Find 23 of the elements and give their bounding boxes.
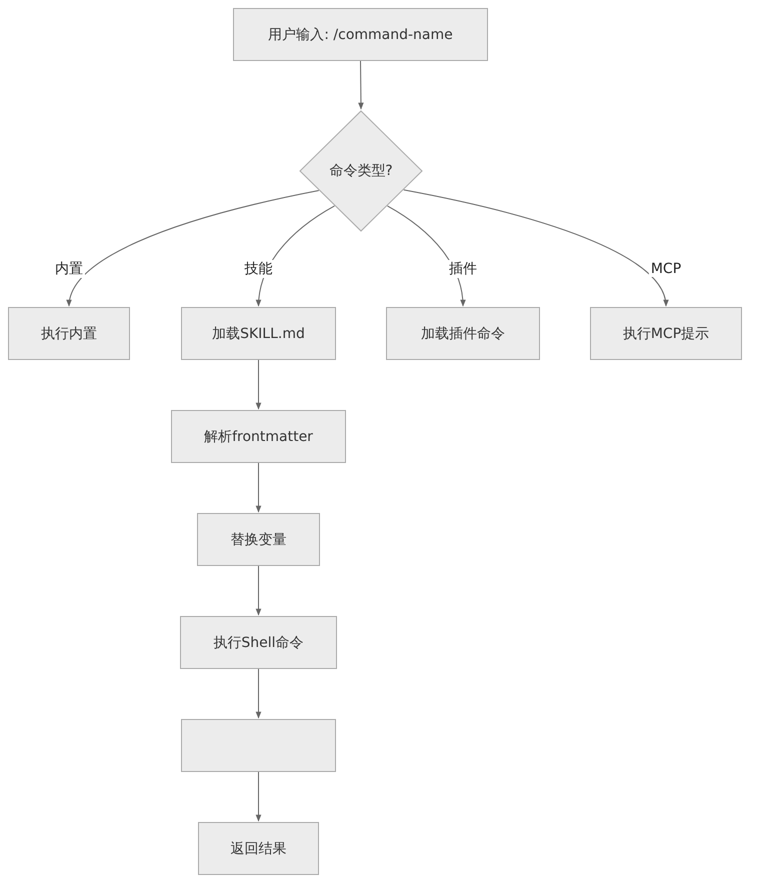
edge-label: 插件: [447, 260, 479, 278]
edge-label: 内置: [53, 260, 85, 278]
process-box: [181, 719, 336, 772]
arrow: [358, 60, 364, 110]
process-box: 加载插件命令: [386, 307, 540, 360]
edge-label: 技能: [242, 260, 274, 278]
process-box: 加载SKILL.md: [181, 307, 336, 360]
process-box: 执行内置: [8, 307, 130, 360]
arrow: [256, 566, 262, 616]
process-box: 用户输入: /command-name: [233, 8, 488, 61]
arrow: [256, 772, 262, 822]
process-box: 解析frontmatter: [171, 410, 346, 463]
arrow: [256, 462, 262, 513]
arrow: [256, 668, 262, 719]
arrow: [67, 190, 320, 307]
process-box: 执行Shell命令: [180, 616, 337, 669]
process-box: 替换变量: [197, 513, 320, 566]
edge-label: MCP: [648, 261, 684, 277]
arrow: [403, 189, 668, 307]
process-box: 返回结果: [198, 822, 319, 875]
decision-diamond: 命令类型?: [299, 110, 423, 232]
process-box: 执行MCP提示: [590, 307, 742, 360]
arrow: [256, 360, 262, 410]
